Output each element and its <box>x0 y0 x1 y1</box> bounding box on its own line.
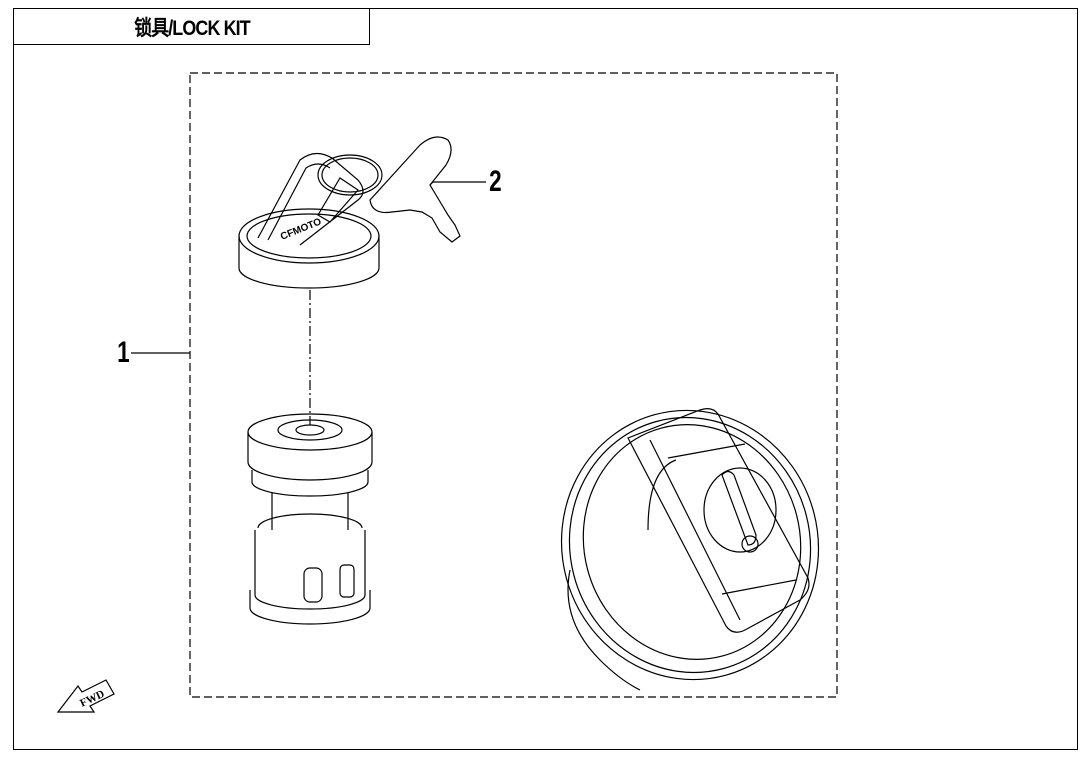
callout-2: 2 <box>489 165 502 198</box>
title-box: 锁具/LOCK KIT <box>13 8 370 45</box>
drawing-frame <box>13 8 1078 750</box>
page-title: 锁具/LOCK KIT <box>133 16 250 40</box>
lock-cylinder-icon <box>247 413 373 625</box>
brand-label: CFMOTO <box>279 216 323 242</box>
key-fob-icon: CFMOTO <box>238 152 383 289</box>
callout-1: 1 <box>117 336 130 369</box>
key-icon <box>369 136 461 243</box>
kit-boundary <box>189 72 838 698</box>
fuel-cap-icon <box>560 408 820 691</box>
forward-arrow-icon: FWD <box>56 679 115 713</box>
